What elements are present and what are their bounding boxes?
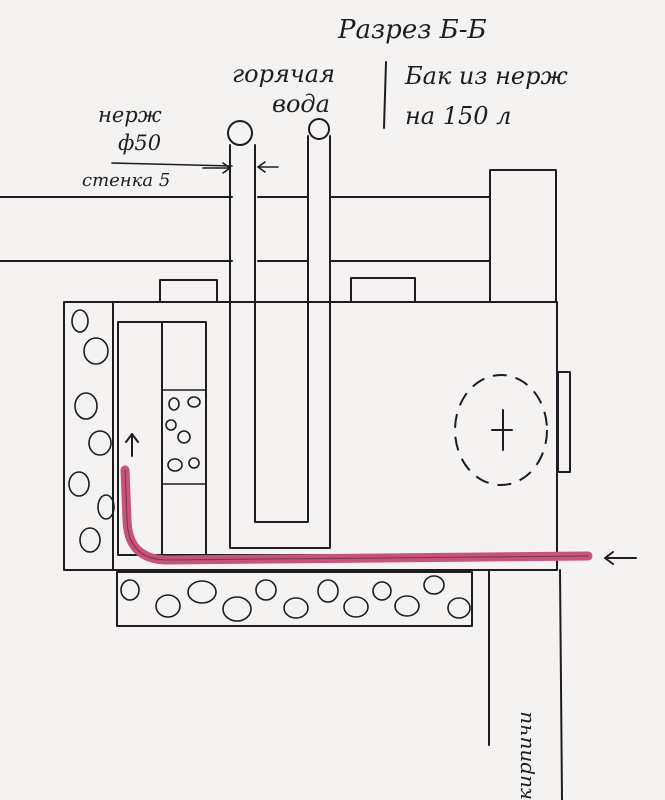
wall-thickness-arrows xyxy=(202,161,279,174)
stone-compartment xyxy=(161,389,207,485)
bricks-label: кирпичи xyxy=(512,711,536,800)
u-pipe-loop xyxy=(229,135,331,549)
door-hinge xyxy=(557,371,571,473)
hot-water-pipe-outlet xyxy=(227,120,253,146)
tank-label-line1: Бак из нерж xyxy=(404,62,568,90)
hot-water-label-line1: горячая xyxy=(232,60,335,88)
label-separator xyxy=(383,61,387,129)
pipe-material-label: нерж xyxy=(98,103,162,127)
heat-pipe-outline xyxy=(124,469,589,561)
return-pipe-outlet xyxy=(308,118,330,140)
stove-body xyxy=(63,301,558,571)
arrow-up-icon xyxy=(125,433,139,457)
base-stone-layer xyxy=(116,571,473,627)
hot-water-label-line2: вода xyxy=(272,90,330,118)
fire-door xyxy=(454,374,548,486)
firebox-outline xyxy=(117,321,561,556)
cross-icon xyxy=(491,409,513,451)
arrow-left-icon xyxy=(604,551,637,565)
compartment-stones xyxy=(165,396,201,472)
chimney-shaft xyxy=(488,569,563,800)
chimney-block xyxy=(489,169,557,303)
tank-label-line2: на 150 л xyxy=(405,102,511,130)
pipe-diameter-label: ф50 xyxy=(118,131,161,155)
section-title: Разрез Б-Б xyxy=(337,15,487,45)
base-stones xyxy=(120,575,471,622)
left-wall-stones xyxy=(68,309,115,553)
top-block-right xyxy=(350,277,416,303)
top-block-left xyxy=(159,279,218,303)
wall-thickness-label: стенка 5 xyxy=(82,170,170,191)
diameter-leader-line xyxy=(111,162,233,167)
